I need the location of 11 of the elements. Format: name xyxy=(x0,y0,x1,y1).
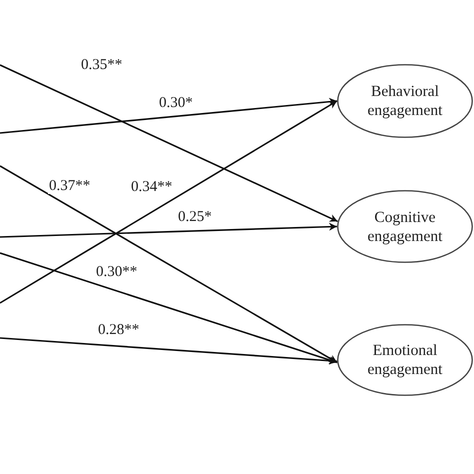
arrow xyxy=(0,98,338,134)
edge-label: 0.37** xyxy=(48,178,92,194)
arrow xyxy=(0,222,338,238)
node-label: Cognitive engagement xyxy=(366,208,444,246)
node-label: Emotional engagement xyxy=(366,341,444,379)
arrow xyxy=(0,165,338,364)
node-label: Behavioral engagement xyxy=(366,82,444,120)
arrow xyxy=(0,252,338,364)
arrow xyxy=(0,337,338,365)
arrow xyxy=(0,100,338,304)
arrow xyxy=(0,64,338,222)
